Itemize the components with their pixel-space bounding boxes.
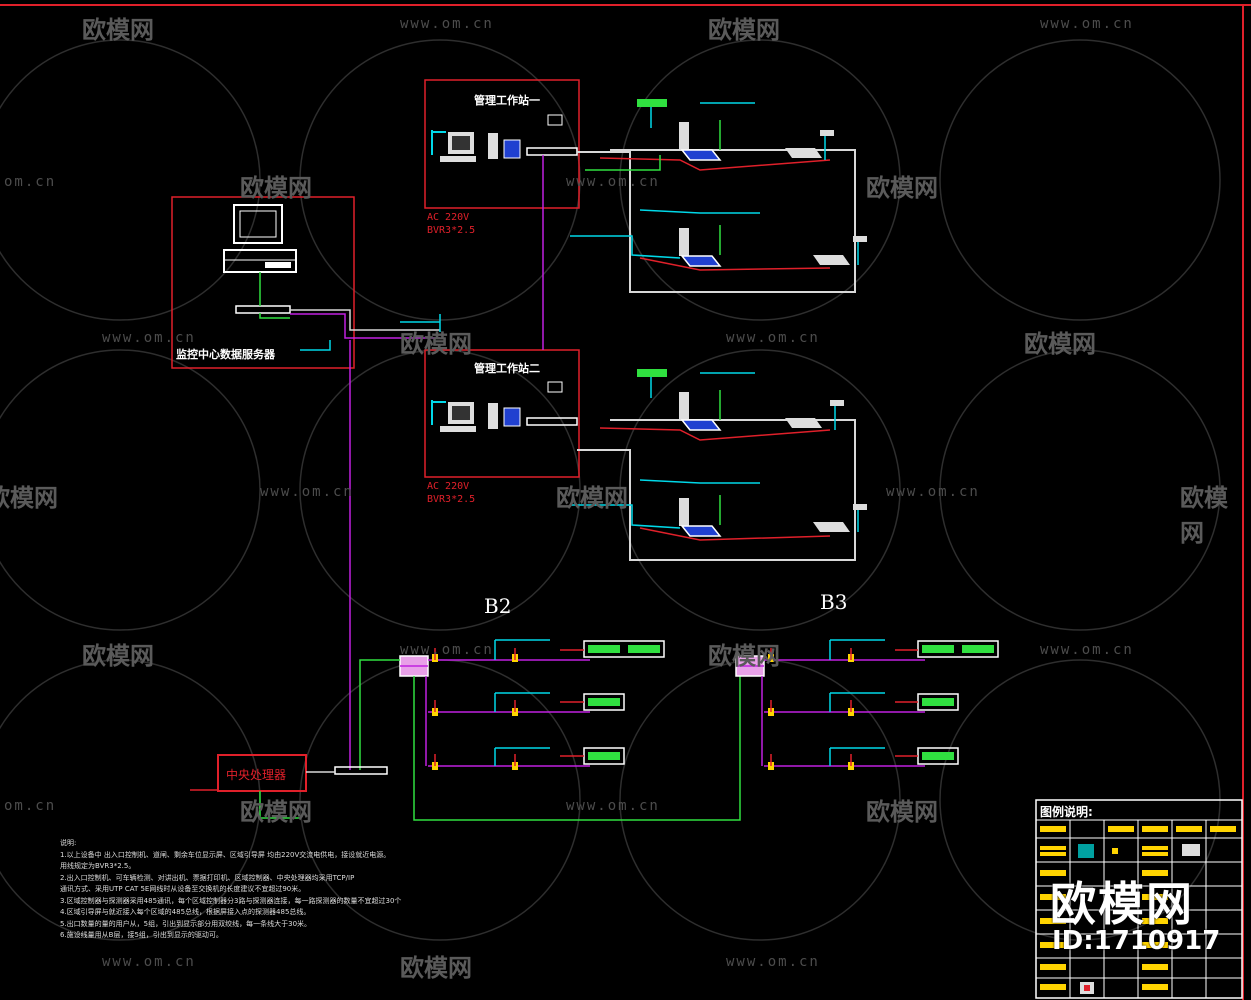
legend-table (1035, 799, 1243, 999)
watermark-logo: 欧模网 (400, 330, 472, 358)
central-processor-box (190, 754, 388, 819)
watermark-url: www.om.cn (102, 954, 196, 970)
watermark-logo: 欧模网 (82, 16, 154, 44)
notes-line: 通讯方式、采用UTP CAT 5E网线时从设备至交换机的长度建议不宜超过90米。 (60, 885, 306, 893)
drawing-frame (0, 4, 1251, 1000)
workstation-1-power-note: AC 220V (427, 212, 470, 223)
notes-line: 3.区域控制器与探测器采用485通讯，每个区域控制器分3路与探测器连接，每一路探… (60, 896, 402, 905)
workstation-2-box (424, 349, 580, 478)
notes-line: 用线规定为BVR3*2.5。 (60, 862, 136, 870)
watermark-url: www.om.cn (726, 330, 820, 346)
b3-parking-group (735, 639, 999, 770)
watermark-logo: 欧模网 (240, 798, 312, 826)
main-switch-icon (334, 766, 388, 775)
server-box (171, 196, 355, 369)
entry-lane-group-1 (570, 99, 867, 293)
notes-line: 4.区域引导屏与就近接入每个区域的485总线，根据屏接入点的探测器485总线。 (60, 908, 311, 916)
legend-title: 图例说明: (1040, 805, 1093, 819)
workstation-2-power-note: AC 220V (427, 481, 470, 492)
notes-line: 5.出口数量的量的用户从，5组，引出到显示部分用双绞线，每一条线大于30米。 (60, 919, 312, 928)
notes-heading: 说明: (60, 839, 77, 847)
watermark-logo: 欧模网 (82, 642, 154, 670)
watermark-url: www.om.cn (102, 330, 196, 346)
b2-parking-group (359, 639, 741, 821)
watermark-logo: 欧模网 (866, 174, 938, 202)
watermark-url: www.om.cn (1040, 16, 1134, 32)
floor-label-b3: B3 (820, 590, 848, 614)
monitor-icon (233, 204, 283, 244)
watermark-url: www.om.cn (400, 16, 494, 32)
entry-lane-group-2 (570, 369, 867, 561)
brand-id: ID:1710917 (1052, 926, 1221, 956)
watermark-url: www.om.cn (400, 642, 494, 658)
watermark-logo: 欧模网 (1024, 330, 1096, 358)
notes-line: 6.施设线量用从B层，接5组，引出到显示的驱动可。 (60, 931, 223, 939)
workstation-1-box (424, 79, 580, 209)
watermark-url: www.om.cn (260, 484, 354, 500)
workstation-1-cable-note: BVR3*2.5 (427, 225, 476, 236)
notes-line: 1.以上设备中 出入口控制机、道闸、剩余车位显示屏、区域引导屏 均由220V交流… (60, 850, 391, 859)
watermark-logo: 欧模网 (708, 642, 780, 670)
floor-label-b2: B2 (484, 594, 512, 618)
design-notes: 说明: 1.以上设备中 出入口控制机、道闸、剩余车位显示屏、区域引导屏 均由22… (60, 838, 401, 942)
watermark-url: www.om.cn (566, 174, 660, 190)
watermark-url: www.om.cn (726, 954, 820, 970)
watermark-url: www.om.cn (566, 798, 660, 814)
workstation-2-notes: AC 220V BVR3*2.5 (427, 480, 475, 506)
watermark-logo: 欧模网 (240, 174, 312, 202)
watermark-url: om.cn (4, 798, 57, 814)
central-processor-label: 中央处理器 (226, 768, 287, 782)
watermark-logo: 欧模网 (866, 798, 938, 826)
workstation-2-title: 管理工作站二 (474, 362, 540, 375)
watermark-logo: 欧模网 (708, 16, 780, 44)
server-title: 监控中心数据服务器 (176, 348, 275, 361)
watermark-logo: 欧模网 (556, 484, 628, 512)
watermark-logo: 欧模网 (0, 484, 58, 512)
watermark-url: om.cn (4, 174, 57, 190)
backbone-links (259, 155, 544, 770)
watermark-url: www.om.cn (886, 484, 980, 500)
workstation-1-notes: AC 220V BVR3*2.5 (427, 211, 475, 237)
watermark-logo: 欧模网 (400, 954, 472, 982)
workstation-1-title: 管理工作站一 (474, 94, 540, 107)
workstation-2-cable-note: BVR3*2.5 (427, 494, 476, 505)
brand-overlay: 欧模网 (1050, 877, 1194, 931)
notes-line: 2.出入口控制机、可车辆检测、对讲出机、票据打印机、区域控制器、中央处理器均采用… (60, 873, 355, 882)
ws2-switch-icon (526, 417, 578, 426)
watermark-logo: 欧模网 (1180, 484, 1228, 547)
watermark-url: www.om.cn (1040, 642, 1134, 658)
